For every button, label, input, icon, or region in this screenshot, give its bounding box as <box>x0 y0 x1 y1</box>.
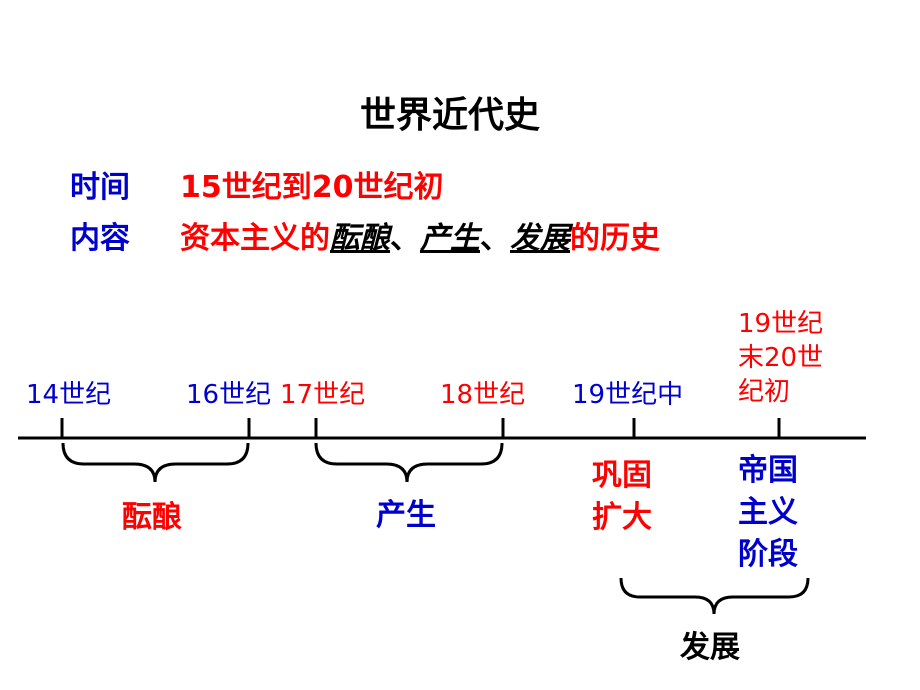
time-label: 时间 <box>70 170 130 205</box>
stage-consolidate-line1: 巩固 <box>592 458 652 493</box>
tick-label-19end-line3: 纪初 <box>738 377 791 407</box>
separator-1: 、 <box>390 221 420 256</box>
stage-birth: 产生 <box>376 498 436 533</box>
tick-label-19end-line1: 19世纪 <box>738 309 824 339</box>
term-develop: 发展 <box>510 221 570 256</box>
time-value: 15世纪到20世纪初 <box>180 170 444 205</box>
tick-label-19end: 19世纪 末20世 纪初 <box>738 307 823 409</box>
tick-label-19end-line2: 末20世 <box>738 343 824 373</box>
brace-develop <box>619 577 810 615</box>
stage-imperialism-line2: 主义 <box>738 495 798 530</box>
tick-label-16: 16世纪 <box>186 380 272 410</box>
tick-label-19mid: 19世纪中 <box>572 380 684 410</box>
page-title: 世界近代史 <box>359 95 540 136</box>
stage-consolidate-line2: 扩大 <box>592 500 652 535</box>
stage-develop: 发展 <box>680 630 740 665</box>
brace-brew <box>61 442 250 483</box>
stage-imperialism-line1: 帝国 <box>738 453 798 488</box>
content-suffix: 的历史 <box>570 221 660 256</box>
brace-birth <box>314 442 504 483</box>
tick-label-18: 18世纪 <box>440 380 526 410</box>
tick-label-14: 14世纪 <box>26 380 112 410</box>
stage-imperialism: 帝国 主义 阶段 <box>738 450 798 576</box>
content-value: 资本主义的酝酿、产生、发展的历史 <box>180 213 660 257</box>
tick-label-17: 17世纪 <box>280 380 366 410</box>
content-label: 内容 <box>70 221 130 256</box>
stage-consolidate: 巩固 扩大 <box>592 455 652 539</box>
term-birth: 产生 <box>420 221 480 256</box>
term-brew: 酝酿 <box>330 221 390 256</box>
content-prefix: 资本主义的 <box>180 221 330 256</box>
separator-2: 、 <box>480 221 510 256</box>
stage-brew: 酝酿 <box>122 500 182 535</box>
stage-imperialism-line3: 阶段 <box>738 537 798 572</box>
